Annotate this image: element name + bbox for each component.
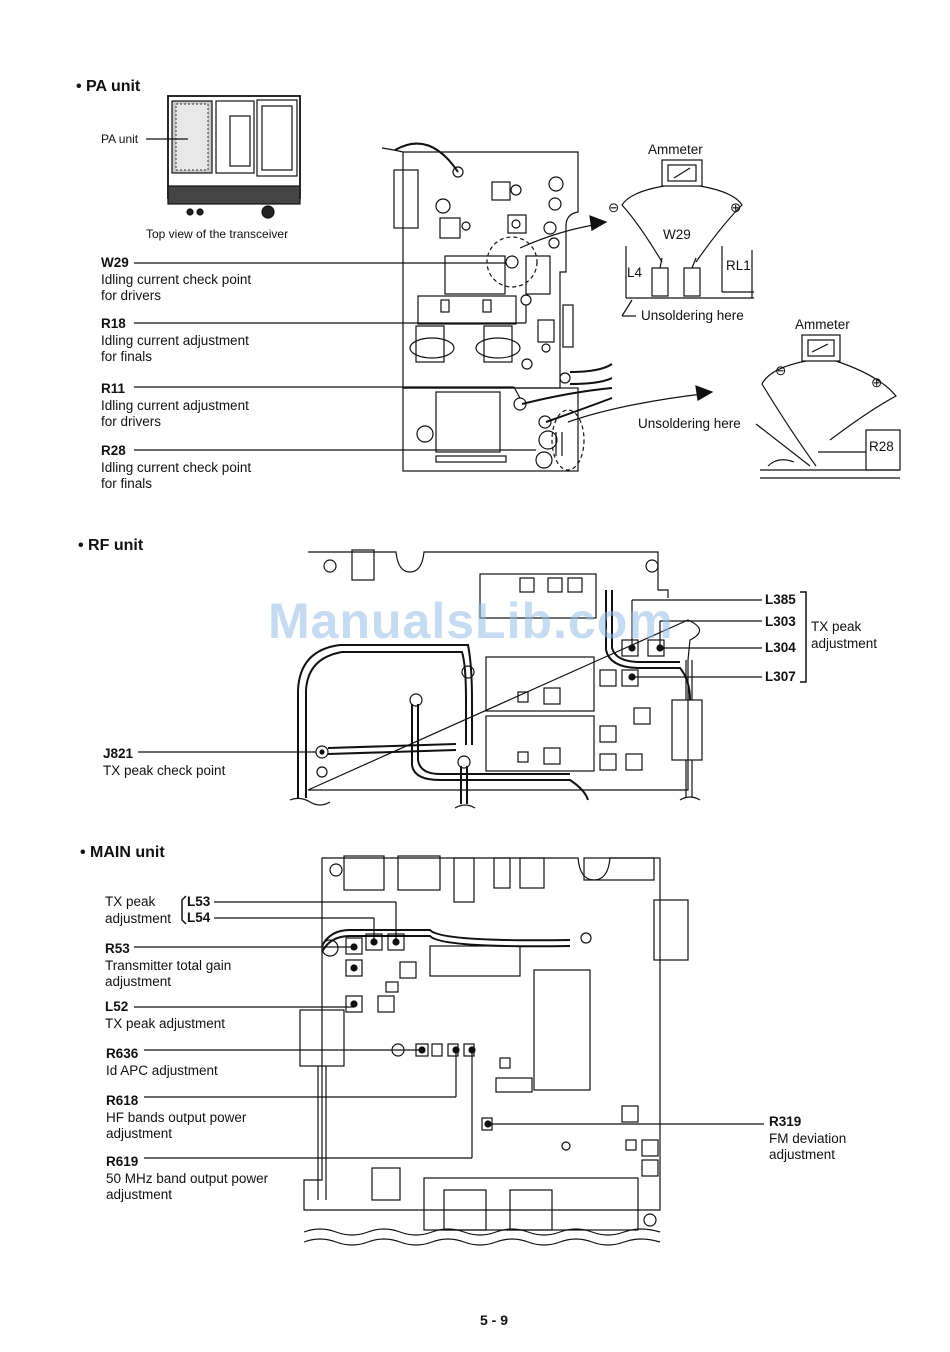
ammeter-detail-w29 bbox=[621, 159, 754, 317]
w29-detail-label: W29 bbox=[663, 227, 691, 242]
w29-desc-line: for drivers bbox=[101, 288, 162, 303]
r18-callout: R18 Idling current adjustment for finals bbox=[101, 316, 249, 366]
w29-callout: W29 Idling current check point for drive… bbox=[101, 255, 251, 305]
rf-board bbox=[289, 549, 703, 809]
r319-id: R319 bbox=[769, 1114, 802, 1129]
l54-label: L54 bbox=[187, 910, 211, 925]
l53-label: L53 bbox=[187, 894, 211, 909]
l307-label: L307 bbox=[765, 669, 796, 684]
plus-symbol: ⊕ bbox=[730, 200, 742, 215]
j821-desc-line: TX peak check point bbox=[103, 762, 226, 778]
main-leader-lines bbox=[134, 895, 764, 1159]
r53-desc-line: adjustment bbox=[105, 974, 172, 989]
r618-callout: R618 HF bands output power adjustment bbox=[106, 1093, 246, 1143]
r28-desc-line: Idling current check point bbox=[101, 459, 252, 475]
r28-callout: R28 Idling current check point for final… bbox=[101, 443, 251, 493]
main-tx-peak-line: adjustment bbox=[105, 910, 172, 926]
r28-desc-line: for finals bbox=[101, 476, 153, 491]
ammeter-label: Ammeter bbox=[795, 317, 850, 332]
r636-callout: R636 Id APC adjustment bbox=[106, 1046, 218, 1079]
j821-id: J821 bbox=[103, 746, 134, 761]
r53-id: R53 bbox=[105, 941, 130, 956]
minus-symbol: ⊖ bbox=[775, 363, 787, 378]
unsoldering-label: Unsoldering here bbox=[638, 416, 741, 431]
r28-id: R28 bbox=[101, 443, 126, 458]
r618-desc-line: adjustment bbox=[106, 1126, 173, 1141]
main-tx-peak-line: TX peak bbox=[105, 894, 156, 909]
ammeter-detail-r28 bbox=[755, 334, 901, 479]
r319-desc-line: FM deviation bbox=[769, 1130, 847, 1146]
top-view-caption: Top view of the transceiver bbox=[146, 227, 289, 241]
r18-id: R18 bbox=[101, 316, 126, 331]
l52-desc-line: TX peak adjustment bbox=[105, 1015, 226, 1031]
w29-id: W29 bbox=[101, 255, 129, 270]
r636-id: R636 bbox=[106, 1046, 139, 1061]
r319-desc-line: adjustment bbox=[769, 1147, 836, 1162]
r618-desc-line: HF bands output power bbox=[106, 1109, 247, 1125]
r18-desc-line: for finals bbox=[101, 349, 153, 364]
watermark: ManualsLib.com bbox=[268, 593, 674, 649]
rf-leader-lines bbox=[138, 591, 807, 753]
r11-desc-line: for drivers bbox=[101, 414, 162, 429]
ammeter-label: Ammeter bbox=[648, 142, 703, 157]
l52-id: L52 bbox=[105, 999, 129, 1014]
rl1-label: RL1 bbox=[726, 258, 751, 273]
l303-label: L303 bbox=[765, 614, 796, 629]
l4-label: L4 bbox=[627, 265, 643, 280]
r11-desc-line: Idling current adjustment bbox=[101, 397, 249, 413]
w29-desc-line: Idling current check point bbox=[101, 271, 252, 287]
r28-detail-label: R28 bbox=[869, 439, 894, 454]
l385-label: L385 bbox=[765, 592, 796, 607]
r619-desc-line: 50 MHz band output power bbox=[106, 1170, 269, 1186]
r618-id: R618 bbox=[106, 1093, 139, 1108]
page-number: 5 - 9 bbox=[480, 1312, 509, 1328]
r636-desc-line: Id APC adjustment bbox=[106, 1062, 218, 1078]
rf-tx-peak-line: TX peak bbox=[811, 619, 862, 634]
r53-callout: R53 Transmitter total gain adjustment bbox=[105, 941, 231, 991]
pa-board bbox=[381, 142, 613, 472]
rf-tx-peak-line: adjustment bbox=[811, 635, 878, 651]
r619-callout: R619 50 MHz band output power adjustment bbox=[106, 1154, 268, 1204]
main-board bbox=[299, 855, 689, 1246]
r619-id: R619 bbox=[106, 1154, 139, 1169]
r18-desc-line: Idling current adjustment bbox=[101, 332, 249, 348]
r11-callout: R11 Idling current adjustment for driver… bbox=[101, 381, 249, 431]
rf-tx-peak-label: TX peak adjustment bbox=[811, 619, 877, 652]
plus-symbol: ⊕ bbox=[871, 375, 883, 390]
unsoldering-label: Unsoldering here bbox=[641, 308, 744, 323]
l304-label: L304 bbox=[765, 640, 796, 655]
pa-section-title: • PA unit bbox=[76, 78, 141, 95]
r319-callout: R319 FM deviation adjustment bbox=[769, 1114, 846, 1164]
pa-unit-label: PA unit bbox=[101, 132, 139, 146]
pa-leader-lines bbox=[134, 262, 536, 451]
main-section-title: • MAIN unit bbox=[80, 844, 165, 861]
r619-desc-line: adjustment bbox=[106, 1187, 173, 1202]
transceiver-top-view bbox=[146, 95, 301, 219]
j821-callout: J821 TX peak check point bbox=[103, 746, 225, 779]
minus-symbol: ⊖ bbox=[608, 200, 620, 215]
r53-desc-line: Transmitter total gain bbox=[105, 957, 232, 973]
main-tx-peak-label: TX peak adjustment bbox=[105, 894, 171, 927]
l52-callout: L52 TX peak adjustment bbox=[105, 999, 225, 1032]
detail-arrows bbox=[519, 215, 714, 423]
rf-section-title: • RF unit bbox=[78, 537, 144, 554]
r11-id: R11 bbox=[101, 381, 126, 396]
